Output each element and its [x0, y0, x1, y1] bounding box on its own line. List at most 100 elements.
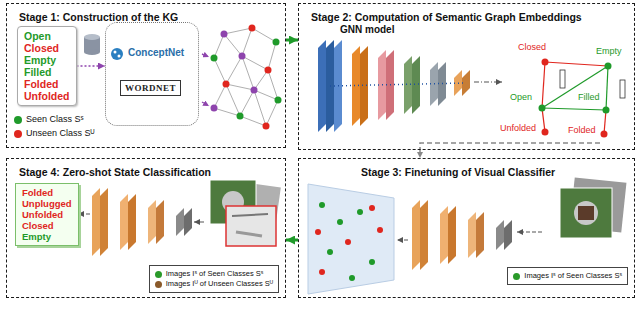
database-icon — [84, 34, 100, 55]
state-class: Closed — [22, 220, 72, 231]
class-list-box: OpenClosedEmptyFilledFoldedUnfolded — [17, 26, 77, 106]
image-legend-text: Images Iˢ of Seen Classes Sˢ — [166, 269, 264, 279]
class-point — [357, 209, 363, 215]
flow-connector — [77, 65, 106, 66]
kg-node — [265, 67, 272, 74]
kg-edge — [226, 84, 240, 116]
kg-node — [211, 55, 218, 62]
kg-node — [211, 105, 218, 112]
stage-panel: Stage 3: Finetuning of Visual Classifier… — [298, 158, 635, 298]
graph-label: Empty — [596, 46, 622, 57]
stage-panel: Stage 4: Zero-shot State ClassificationF… — [6, 158, 286, 298]
photo-object — [574, 201, 598, 225]
stage-title: Stage 2: Computation of Semantic Graph E… — [309, 11, 584, 24]
class-point — [337, 219, 343, 225]
kg-edge — [268, 70, 278, 100]
embedding-vector — [620, 80, 625, 98]
layer-slab — [92, 188, 100, 256]
class-point — [369, 205, 375, 211]
layer-slab — [504, 220, 512, 250]
kg-node — [237, 113, 244, 120]
legend-row: Images Iˢ of Seen Classes Sˢ — [155, 269, 273, 279]
photo-object — [578, 206, 594, 220]
database-top — [84, 34, 100, 40]
prediction-layers — [92, 188, 192, 256]
legend-swatch — [14, 130, 22, 138]
legend-swatch — [14, 116, 22, 124]
photo — [560, 188, 612, 238]
layer-slab — [404, 56, 412, 114]
graph-label-holder: Filled — [578, 92, 600, 103]
class-point — [319, 202, 325, 208]
state-class: Empty — [24, 54, 70, 66]
graph-node — [605, 63, 612, 70]
graph-label: Open — [510, 92, 532, 103]
kg-edge — [240, 90, 254, 116]
wordnet-logo-text: WORDNET — [120, 80, 181, 96]
state-class: Empty — [22, 231, 72, 242]
layer-slab — [176, 208, 184, 236]
layer-slab — [360, 46, 368, 126]
layer-slab — [440, 206, 448, 264]
kg-edge — [214, 108, 240, 116]
graph-node — [542, 129, 549, 136]
state-class: Closed — [24, 42, 70, 54]
flow-arrow — [78, 213, 90, 214]
model-label-holder: GNN model — [340, 24, 394, 35]
legend-entry: Unseen Class Sᵁ — [14, 128, 94, 139]
graph-edge — [542, 108, 606, 110]
state-class: Unfolded — [24, 90, 70, 102]
graph-edge — [542, 62, 545, 108]
knowledge-graph — [214, 28, 278, 126]
class-point — [345, 239, 351, 245]
kg-edge — [252, 28, 276, 42]
kg-edge — [266, 100, 278, 126]
kg-node — [273, 39, 280, 46]
graph-node — [539, 105, 546, 112]
kg-edge — [214, 84, 226, 108]
layer-slab — [412, 200, 420, 270]
class-point — [369, 259, 375, 265]
legend-row: Images Iˢ of Seen Classes Sˢ — [513, 271, 622, 281]
class-point — [319, 269, 325, 275]
conceptnet-icon — [111, 48, 123, 60]
class-point — [377, 227, 383, 233]
image-dot — [513, 273, 520, 280]
stage-panel: Stage 1: Construction of the KGOpenClose… — [6, 3, 286, 148]
kg-edge — [240, 116, 266, 126]
state-class: Folded — [22, 187, 72, 198]
embedding-arrow — [474, 81, 502, 82]
legend-text: Seen Class Sˢ — [26, 114, 84, 125]
knowledge-source-box: ConceptNetWORDNET — [105, 22, 199, 126]
test-images — [210, 180, 281, 246]
flow-connector — [286, 39, 298, 42]
kg-node — [221, 31, 228, 38]
layer-slab — [120, 194, 128, 250]
kg-edge — [226, 56, 242, 84]
class-point — [327, 249, 333, 255]
layer-slab — [148, 200, 156, 244]
kg-edge — [226, 84, 254, 90]
image-dot — [155, 271, 162, 278]
flow-connector — [286, 239, 298, 242]
layer-slab — [468, 212, 476, 258]
visual-classifier-layers — [412, 200, 512, 270]
source-arrow — [202, 102, 209, 106]
kg-edge — [214, 34, 224, 58]
class-point — [315, 229, 321, 235]
icon-dot — [118, 55, 121, 58]
class-point — [349, 275, 355, 281]
photo-object — [232, 214, 268, 216]
state-class: Filled — [24, 66, 70, 78]
layer-slab — [128, 194, 136, 250]
layer-slab — [412, 56, 420, 114]
kg-node — [275, 97, 282, 104]
kg-node — [239, 53, 246, 60]
icon-disc — [111, 48, 123, 60]
kg-edge — [224, 34, 242, 56]
image-dot — [155, 281, 162, 288]
graph-label-holder: Open — [510, 92, 532, 103]
message-dots — [330, 83, 466, 86]
image-legend-box: Images Iˢ of Seen Classes SˢImages Iᵁ of… — [149, 265, 279, 293]
kg-node — [223, 81, 230, 88]
